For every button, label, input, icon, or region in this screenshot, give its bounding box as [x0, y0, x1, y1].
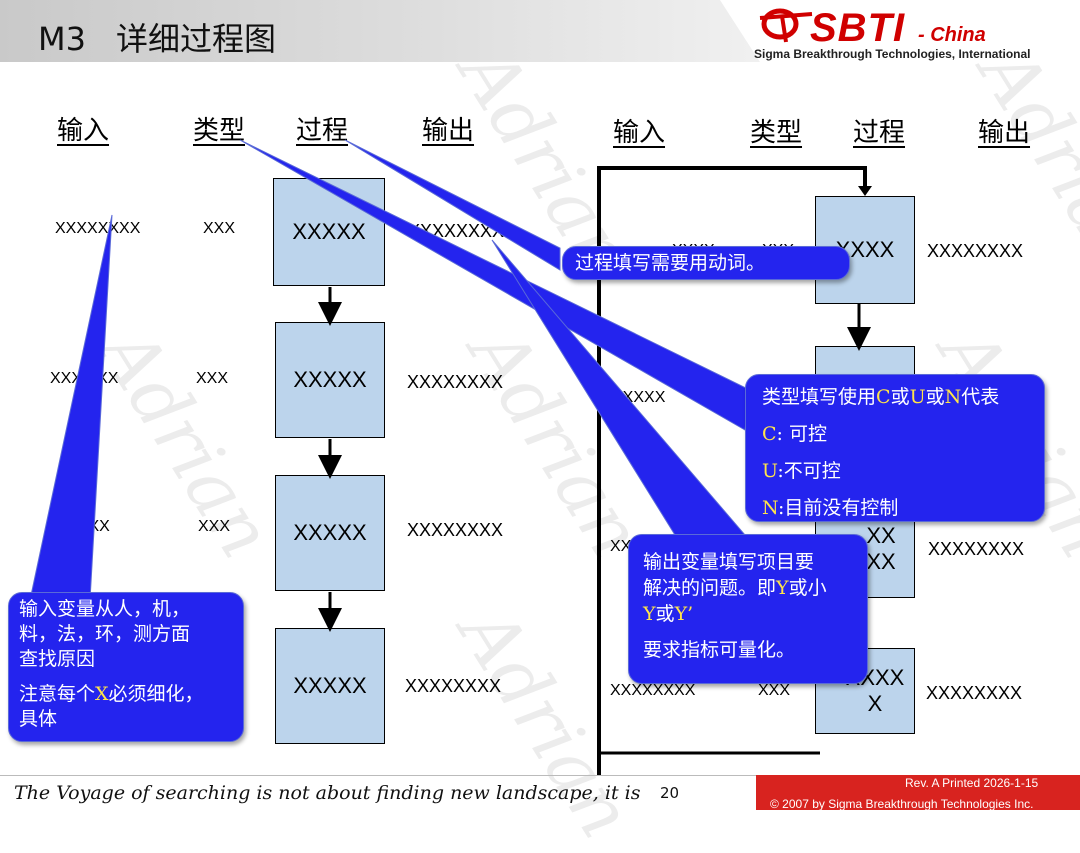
- left-header-type: 类型: [193, 116, 246, 146]
- process-callout-text: 过程填写需要用动词。: [575, 252, 766, 274]
- right-row4-input: XXXXXXXX: [610, 682, 696, 699]
- logo-suffix: - China: [918, 24, 986, 46]
- left-row4-output: XXXXXXXX: [405, 676, 502, 696]
- right-row4-output: XXXXXXXX: [926, 683, 1023, 703]
- feedback-loop-arrowhead: [858, 186, 872, 196]
- right-header-output: 输出: [978, 118, 1031, 148]
- slide-id: M3: [38, 20, 86, 58]
- left-header-input: 输入: [57, 116, 110, 146]
- left-flow-arrows: [318, 287, 871, 632]
- right-row3-output: XXXXXXXX: [928, 539, 1025, 559]
- left-row2-output: XXXXXXXX: [407, 372, 504, 392]
- input-callout-pointer: [29, 214, 113, 601]
- right-header-type: 类型: [750, 118, 803, 148]
- type-callout: 类型填写使用C或U或N代表 C: 可控 U:不可控 N:目前没有控制: [745, 374, 1045, 522]
- left-row3-output: XXXXXXXX: [407, 520, 504, 540]
- logo-swoosh-icon: [759, 8, 813, 43]
- input-callout-line3: 查找原因: [19, 648, 96, 670]
- footer-banner: [756, 775, 1080, 810]
- input-callout-line1: 输入变量从人，机，: [19, 598, 191, 620]
- logo-tagline: Sigma Breakthrough Technologies, Interna…: [754, 47, 1031, 61]
- type-callout-line1: 类型填写使用C或U或N代表: [762, 386, 1000, 408]
- input-callout-line2: 料，法，环，测方面: [19, 623, 191, 645]
- left-header-output: 输出: [422, 116, 475, 146]
- left-process-box-1: XXXXX: [273, 178, 385, 286]
- left-row2-type: XXX: [196, 370, 229, 387]
- right-row3-input: XX: [610, 538, 632, 555]
- left-process-box-3: XXXXX: [275, 475, 385, 591]
- page-number: 20: [660, 784, 680, 802]
- output-callout-line4: 要求指标可量化。: [643, 639, 796, 661]
- copyright-text: © 2007 by Sigma Breakthrough Technologie…: [770, 797, 1034, 811]
- footer-quote: The Voyage of searching is not about fin…: [14, 782, 641, 804]
- right-header-input: 输入: [613, 118, 666, 148]
- input-callout-line4: 注意每个X必须细化，: [19, 683, 204, 705]
- output-callout-line3: Y或Y’: [643, 603, 694, 625]
- revision-text: Rev. A Printed 2026-1-15: [905, 776, 1039, 790]
- output-callout-line1: 输出变量填写项目要: [643, 551, 815, 573]
- input-callout: 输入变量从人，机， 料，法，环，测方面 查找原因 注意每个X必须细化， 具体: [8, 592, 244, 742]
- left-header-process: 过程: [296, 116, 349, 146]
- type-callout-n: N:目前没有控制: [762, 497, 899, 519]
- input-callout-line5: 具体: [19, 708, 58, 730]
- left-process-box-4: XXXXX: [275, 628, 385, 744]
- feedback-loop-line: [597, 166, 867, 775]
- process-callout: 过程填写需要用动词。: [562, 246, 850, 280]
- right-row1-output: XXXXXXXX: [927, 241, 1024, 261]
- process-callout-pointer: [344, 139, 561, 271]
- left-row3-type: XXX: [198, 518, 231, 535]
- type-callout-pointer: [239, 139, 751, 431]
- left-row1-input: XXXXXXXX: [55, 220, 141, 237]
- slide-title-text: 详细过程图: [115, 20, 276, 58]
- right-header-process: 过程: [853, 118, 906, 148]
- logo-text: SBTI: [810, 6, 906, 50]
- slide-title: M3 详细过程图: [38, 14, 276, 60]
- output-callout: 输出变量填写项目要 解决的问题。即Y或小 Y或Y’ 要求指标可量化。: [628, 534, 868, 684]
- left-row1-type: XXX: [203, 220, 236, 237]
- type-callout-c: C: 可控: [762, 423, 827, 445]
- right-row4-type: XXX: [758, 682, 791, 699]
- footer-divider: [0, 775, 756, 776]
- output-callout-line2: 解决的问题。即Y或小: [643, 577, 827, 599]
- type-callout-u: U:不可控: [762, 460, 841, 482]
